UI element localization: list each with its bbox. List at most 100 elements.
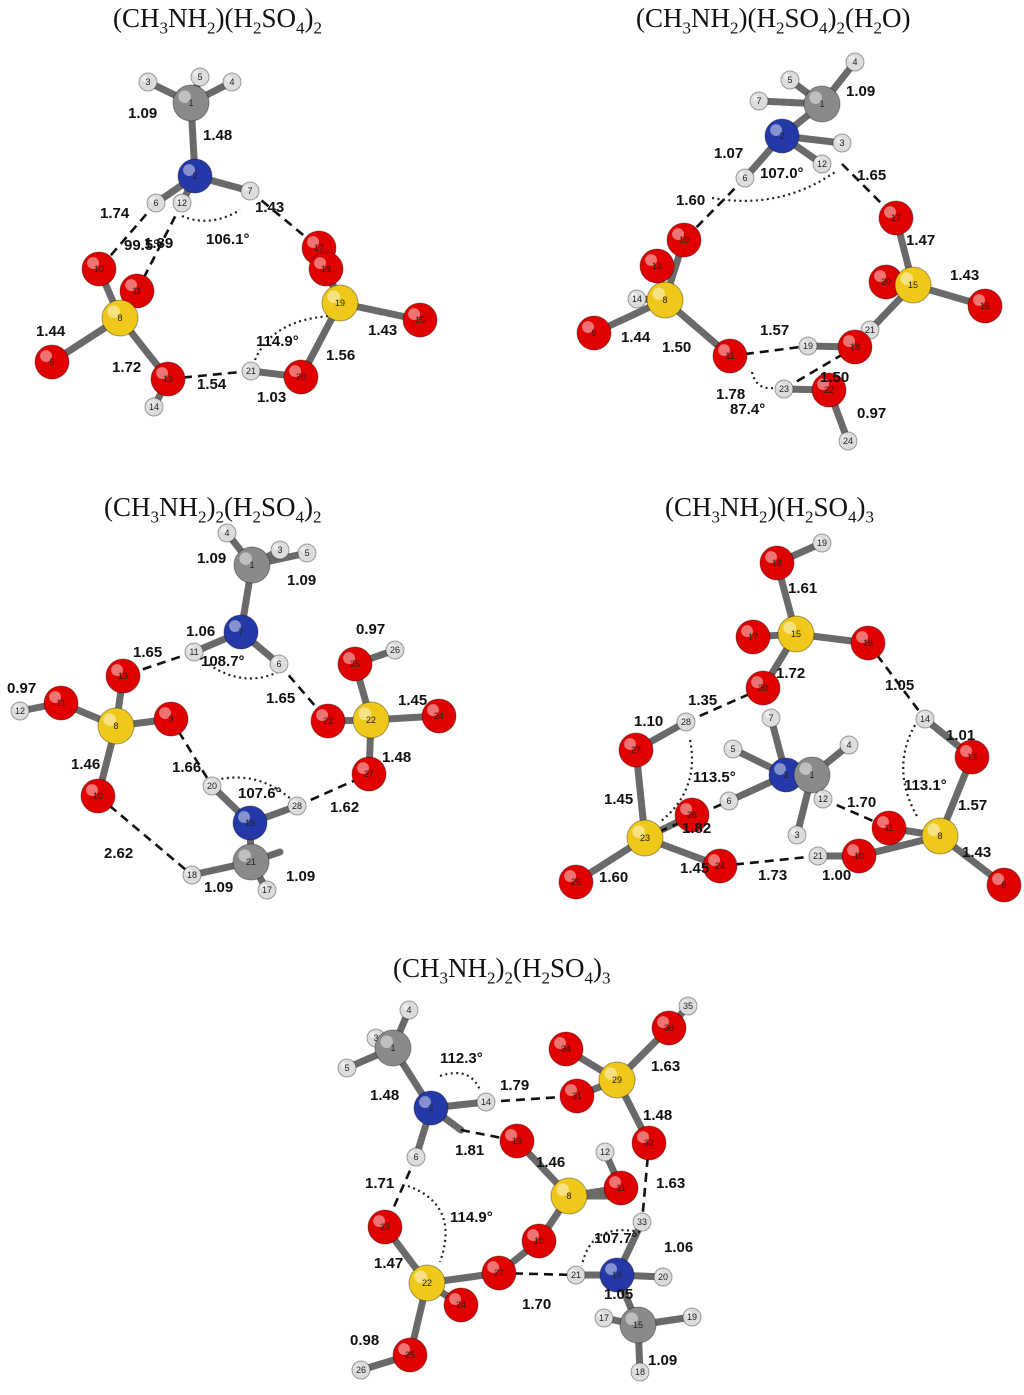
- nitrogen-atom-2: 2: [177, 158, 213, 194]
- oxygen-atom-31: 31: [559, 1078, 595, 1114]
- hydrogen-atom-4: 4: [399, 1000, 419, 1020]
- svg-text:13: 13: [512, 1136, 522, 1146]
- bond-length-label: 1.46: [536, 1154, 565, 1171]
- bond-length-label: 1.57: [958, 797, 987, 814]
- svg-text:6: 6: [153, 198, 158, 208]
- oxygen-atom-25: 25: [558, 864, 594, 900]
- sulfur-atom-8: 8: [101, 299, 139, 337]
- svg-text:3: 3: [145, 77, 150, 87]
- oxygen-atom-16: 16: [850, 625, 886, 661]
- svg-text:9: 9: [168, 714, 173, 724]
- svg-text:5: 5: [344, 1063, 349, 1073]
- svg-text:20: 20: [881, 277, 891, 287]
- hydrogen-atom-4: 4: [845, 52, 865, 72]
- bond-angle-label: 112.3°: [440, 1050, 483, 1067]
- bond-length-label: 1.43: [950, 267, 979, 284]
- hydrogen-atom-5: 5: [337, 1058, 357, 1078]
- hydrogen-atom-20: 20: [653, 1267, 673, 1287]
- bond-length-label: 1.45: [680, 860, 709, 877]
- svg-text:10: 10: [94, 264, 104, 274]
- svg-text:4: 4: [229, 77, 234, 87]
- svg-text:5: 5: [304, 548, 309, 558]
- svg-text:15: 15: [791, 629, 801, 639]
- svg-text:14: 14: [632, 294, 642, 304]
- bond-length-label: 1.10: [634, 713, 663, 730]
- hydrogen-atom-12: 12: [10, 701, 30, 721]
- svg-text:21: 21: [865, 325, 875, 335]
- svg-text:9: 9: [49, 357, 54, 367]
- bond-length-label: 1.06: [186, 623, 215, 640]
- svg-text:8: 8: [937, 831, 942, 841]
- svg-text:2: 2: [428, 1103, 433, 1113]
- svg-text:8: 8: [662, 295, 667, 305]
- svg-text:22: 22: [366, 715, 376, 725]
- bond-length-label: 1.63: [651, 1058, 680, 1075]
- oxygen-atom-27: 27: [481, 1255, 517, 1291]
- svg-text:24: 24: [434, 711, 444, 721]
- svg-text:5: 5: [787, 75, 792, 85]
- svg-text:20: 20: [758, 683, 768, 693]
- svg-text:34: 34: [561, 1044, 571, 1054]
- oxygen-atom-23: 23: [310, 703, 346, 739]
- svg-text:12: 12: [818, 794, 828, 804]
- hydrogen-atom-6: 6: [406, 1147, 426, 1167]
- hydrogen-atom-7: 7: [761, 708, 781, 728]
- svg-text:24: 24: [456, 1300, 466, 1310]
- bond-angle-label: 107.7°: [594, 1230, 638, 1247]
- hydrogen-atom-4: 4: [217, 523, 237, 543]
- oxygen-atom-11: 11: [712, 338, 748, 374]
- hydrogen-atom-12: 12: [813, 789, 833, 809]
- hydrogen-atom-12: 12: [812, 154, 832, 174]
- svg-text:4: 4: [846, 740, 851, 750]
- sulfur-atom-8: 8: [550, 1177, 588, 1215]
- nitrogen-atom-16: 16: [599, 1257, 635, 1293]
- bond-length-label: 1.00: [822, 867, 851, 884]
- svg-text:23: 23: [779, 384, 789, 394]
- bond-length-label: 1.50: [820, 369, 849, 386]
- svg-text:28: 28: [681, 717, 691, 727]
- bond-angle-label: 87.4°: [730, 401, 765, 418]
- hydrogen-atom-21: 21: [808, 846, 828, 866]
- svg-text:12: 12: [817, 159, 827, 169]
- hydrogen-atom-19: 19: [812, 533, 832, 553]
- bond-length-label: 1.81: [455, 1142, 484, 1159]
- carbon-atom-21: 21: [232, 843, 270, 881]
- sulfur-atom-29: 29: [598, 1061, 636, 1099]
- sulfur-atom-8: 8: [646, 281, 684, 319]
- svg-text:20: 20: [207, 781, 217, 791]
- svg-text:9: 9: [1001, 880, 1006, 890]
- bond-length-label: 1.65: [133, 644, 162, 661]
- svg-text:4: 4: [406, 1005, 411, 1015]
- svg-text:7: 7: [768, 713, 773, 723]
- bond-length-label: 1.45: [398, 692, 427, 709]
- bond-length-label: 1.56: [326, 347, 355, 364]
- svg-text:11: 11: [725, 351, 734, 361]
- hydrogen-atom-6: 6: [146, 193, 166, 213]
- svg-text:8: 8: [113, 721, 118, 731]
- sulfur-atom-23: 23: [626, 819, 664, 857]
- oxygen-atom-10: 10: [521, 1223, 557, 1259]
- oxygen-atom-9: 9: [34, 344, 70, 380]
- oxygen-atom-9: 9: [986, 867, 1022, 903]
- svg-text:1: 1: [809, 770, 814, 780]
- svg-text:33: 33: [637, 1217, 647, 1227]
- svg-text:11: 11: [884, 823, 893, 833]
- svg-text:2: 2: [192, 171, 197, 181]
- hydrogen-atom-23: 23: [774, 379, 794, 399]
- bond-length-label: 1.66: [172, 759, 201, 776]
- bond-length-label: 1.46: [71, 756, 100, 773]
- oxygen-atom-24: 24: [443, 1287, 479, 1323]
- svg-text:12: 12: [600, 1147, 610, 1157]
- carbon-atom-1: 1: [803, 85, 841, 123]
- hydrogen-atom-35: 35: [678, 996, 698, 1016]
- bond-angle-label: 99.5°: [124, 237, 159, 254]
- oxygen-atom-24: 24: [421, 698, 457, 734]
- oxygen-atom-20: 20: [868, 264, 904, 300]
- hydrogen-atom-12: 12: [595, 1142, 615, 1162]
- bond-length-label: 1.73: [758, 867, 787, 884]
- svg-text:1: 1: [188, 98, 193, 108]
- svg-text:25: 25: [350, 659, 360, 669]
